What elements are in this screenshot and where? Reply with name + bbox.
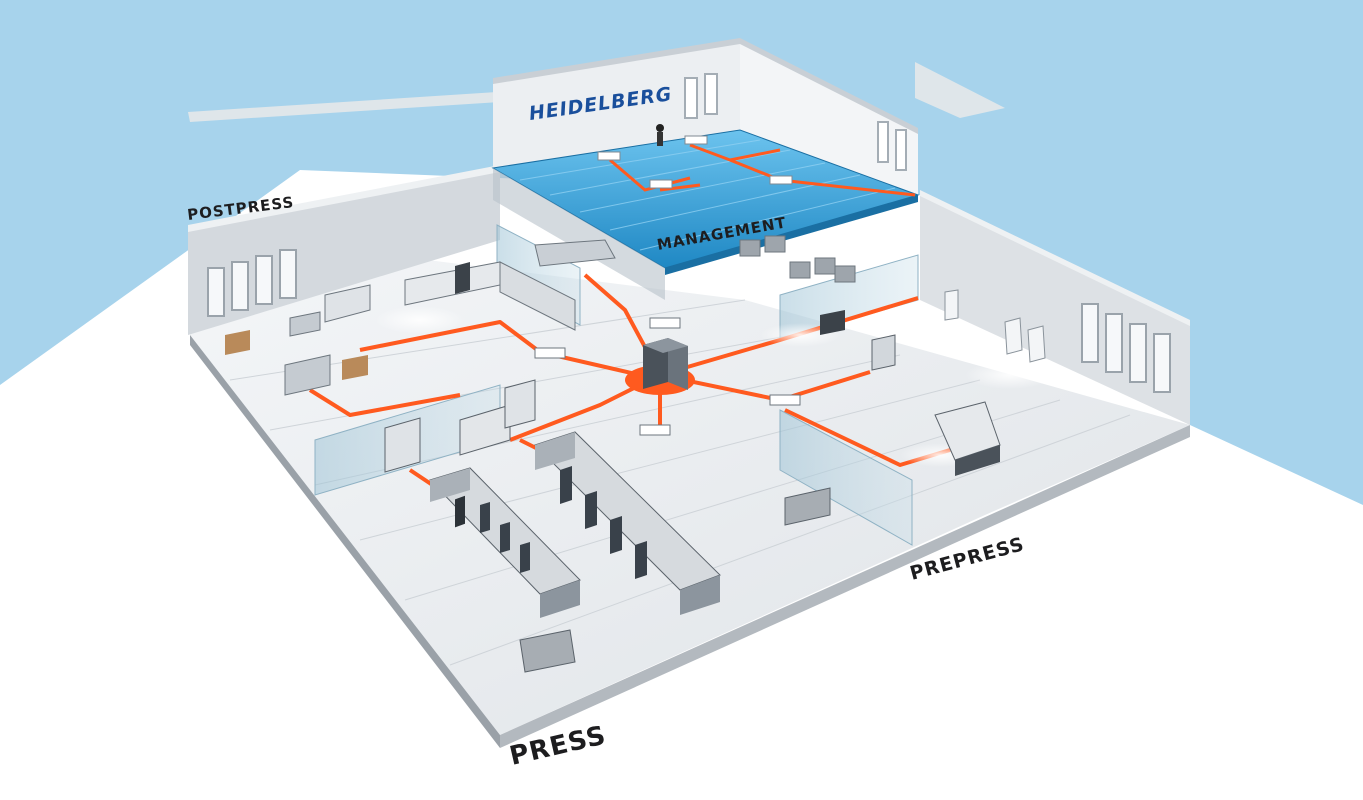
- floor-edge-right: [500, 425, 1190, 748]
- postpress-windows: [207, 249, 297, 317]
- mgmt-wall-right: [740, 42, 918, 195]
- glass-partition-4: [779, 409, 913, 546]
- roof-slab: [188, 92, 500, 122]
- mgmt-windows: [684, 73, 907, 171]
- workstations: [534, 317, 801, 436]
- sky-background: [0, 0, 1363, 505]
- press-small-machines: [384, 379, 576, 673]
- floor-edge-left: [190, 335, 500, 748]
- prepress-windows: [1081, 303, 1171, 393]
- pallets-back: [739, 235, 856, 283]
- roof-slab-right: [915, 62, 1005, 118]
- press-machine-2: [534, 431, 721, 615]
- wall-postpress-top: [188, 165, 500, 232]
- mgmt-desks: [597, 124, 793, 189]
- server-rack-icon: [643, 338, 688, 390]
- postpress-machines: [225, 239, 616, 396]
- mgmt-floor-edge: [665, 195, 918, 275]
- mgmt-floor-underside: [493, 168, 665, 300]
- wall-prepress-top: [920, 190, 1190, 326]
- press-machine-units: [480, 466, 647, 579]
- floor: [190, 230, 1190, 735]
- mgmt-wall-top: [493, 38, 918, 134]
- prepress-machines: [784, 289, 1046, 526]
